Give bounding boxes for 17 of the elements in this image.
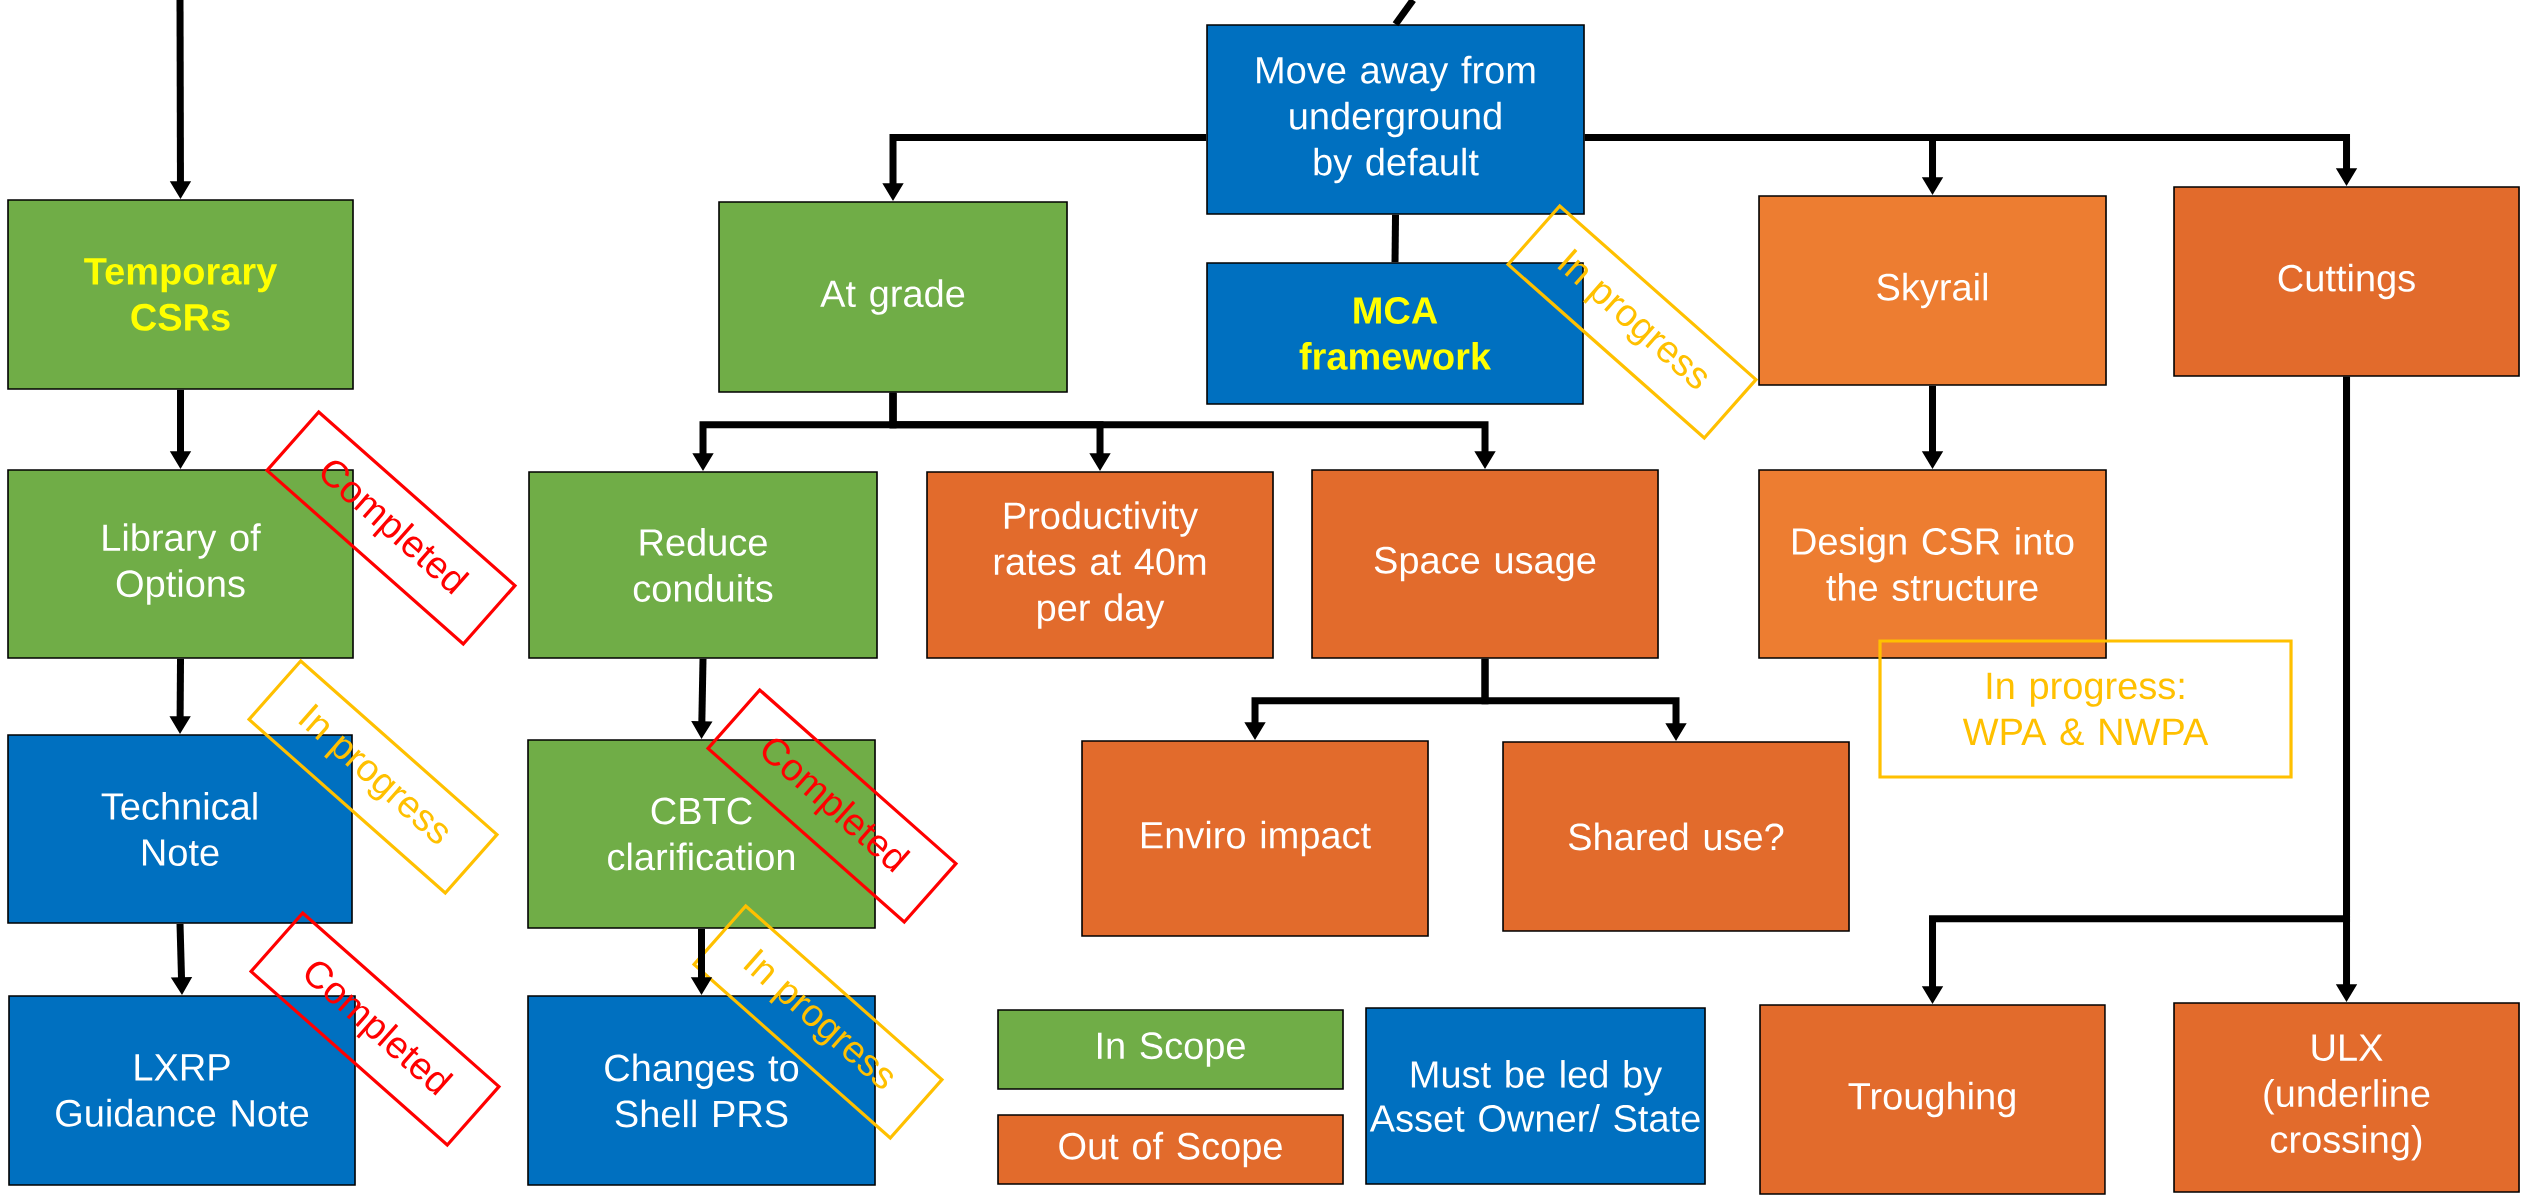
process-box: Troughing	[1759, 1004, 2106, 1195]
process-box: Cuttings	[2173, 186, 2520, 377]
process-box: Temporary CSRs	[7, 199, 354, 390]
process-box: Design CSR into the structure	[1758, 469, 2107, 659]
legend-label: In Scope	[1097, 1032, 1245, 1067]
process-box: At grade	[718, 201, 1068, 393]
legend-label: Out of Scope	[1059, 1131, 1282, 1168]
legend-label: Must be led by Asset Owner/ State	[1369, 1060, 1700, 1132]
process-box: Move away from underground by default	[1206, 24, 1585, 215]
status-note: In progress: WPA & NWPA	[1878, 639, 2293, 779]
process-box: Productivity rates at 40m per day	[926, 471, 1274, 659]
process-box: Skyrail	[1758, 195, 2107, 386]
process-box: Enviro impact	[1081, 740, 1429, 937]
process-box: Reduce conduits	[528, 471, 878, 659]
process-box: Space usage	[1311, 469, 1659, 659]
process-box: Shared use?	[1502, 741, 1850, 932]
process-box: ULX (underline crossing)	[2173, 1002, 2520, 1193]
